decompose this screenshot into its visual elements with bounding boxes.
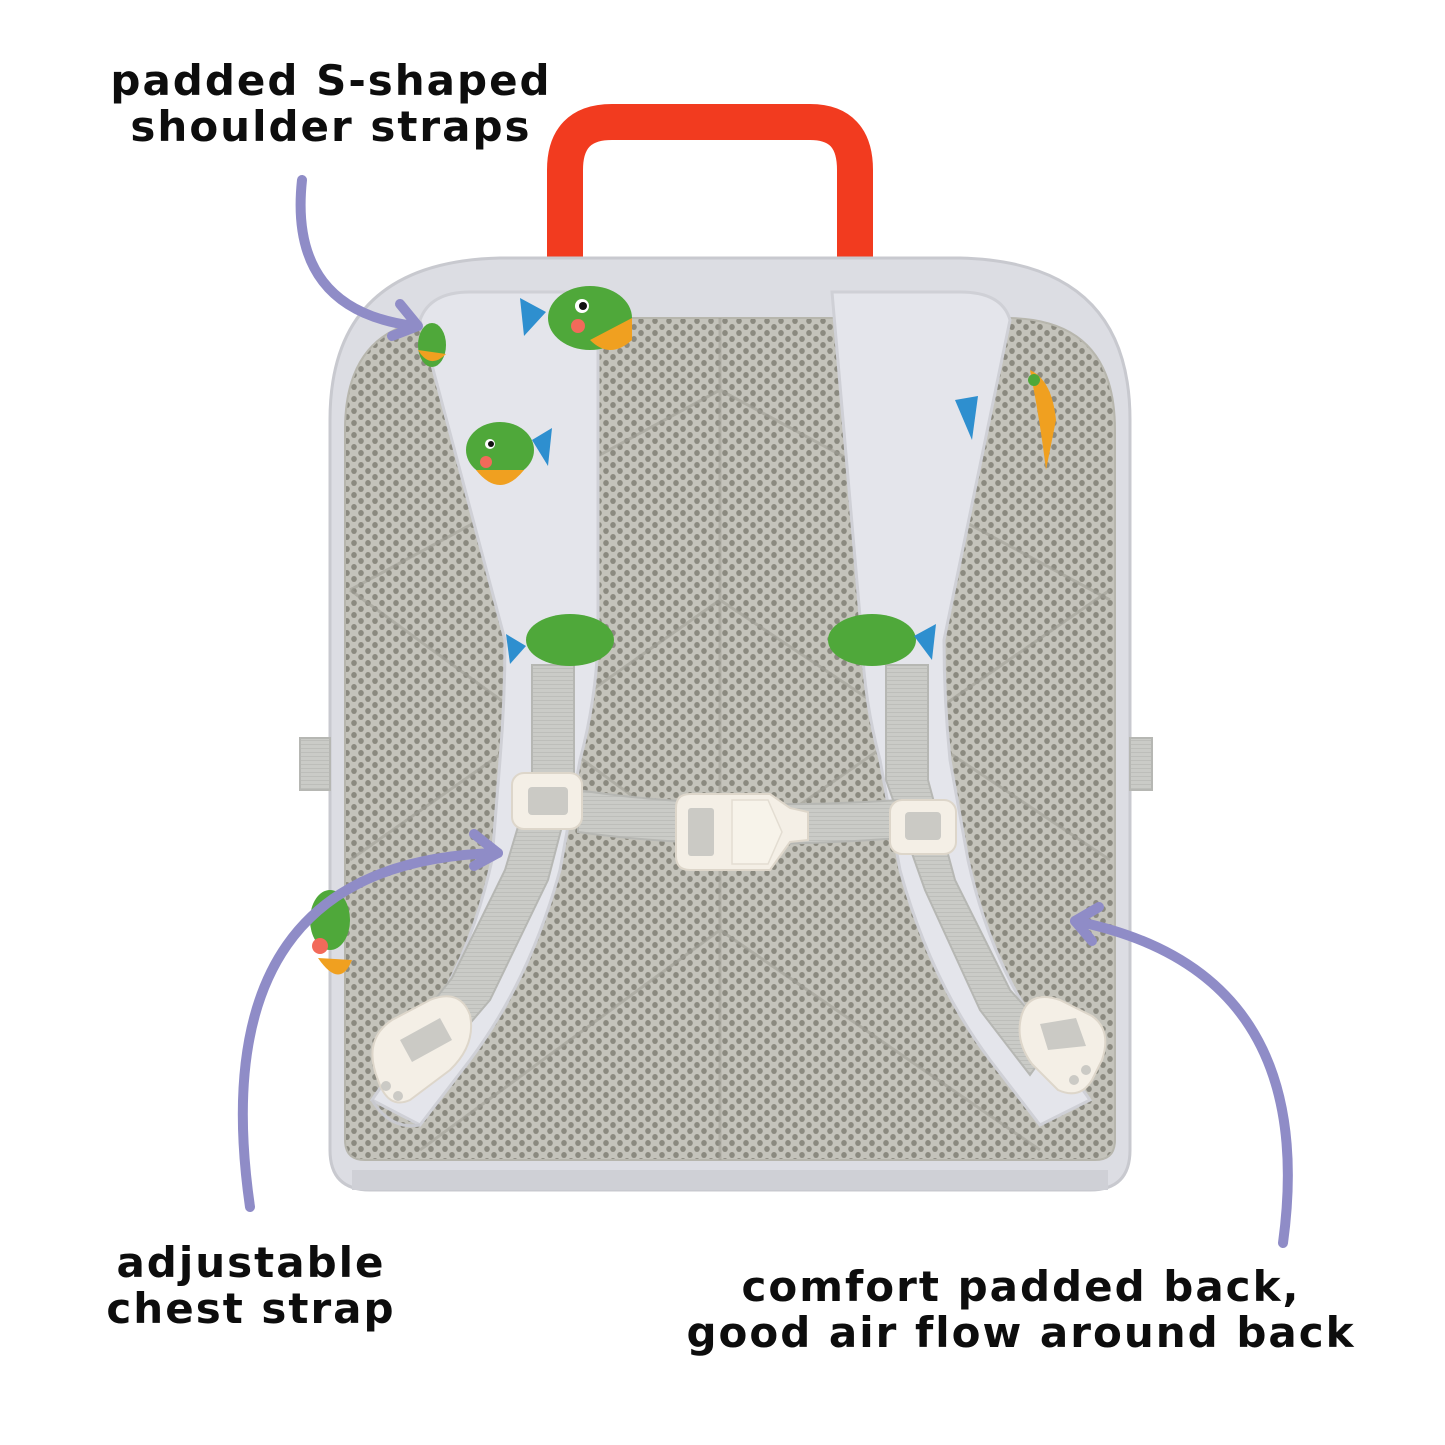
chest-right-slider — [889, 799, 957, 855]
chest-left-slider — [511, 772, 583, 830]
fish-print-5 — [955, 396, 978, 440]
top-handle — [547, 104, 873, 280]
arrow-shoulder-straps — [295, 175, 423, 341]
fish-print-2 — [466, 422, 552, 485]
annotation-line: comfort padded back, — [741, 1262, 1301, 1311]
arrow-padded-back — [1070, 902, 1293, 1248]
fish-print-3 — [506, 614, 614, 666]
fish-print-1 — [520, 286, 632, 350]
fish-print-4 — [828, 614, 936, 666]
annotation-padded-back: comfort padded back, good air flow aroun… — [676, 1264, 1366, 1356]
annotation-chest-strap: adjustable chest strap — [98, 1240, 404, 1332]
annotation-line: padded S-shaped — [110, 56, 552, 105]
annotation-line: adjustable — [116, 1238, 386, 1287]
left-side-loop — [299, 737, 331, 791]
chest-buckle — [675, 793, 809, 871]
fish-print-7 — [418, 323, 446, 367]
annotation-line: chest strap — [106, 1284, 396, 1333]
annotation-shoulder-straps: padded S-shaped shoulder straps — [96, 58, 566, 150]
left-strap-adjuster — [371, 995, 472, 1104]
annotation-line: shoulder straps — [130, 102, 532, 151]
right-side-loop — [1129, 737, 1153, 791]
annotation-line: good air flow around back — [686, 1308, 1356, 1357]
fish-print-8 — [1028, 370, 1056, 470]
arrow-chest-strap — [237, 829, 503, 1212]
right-strap-adjuster — [1018, 996, 1107, 1095]
